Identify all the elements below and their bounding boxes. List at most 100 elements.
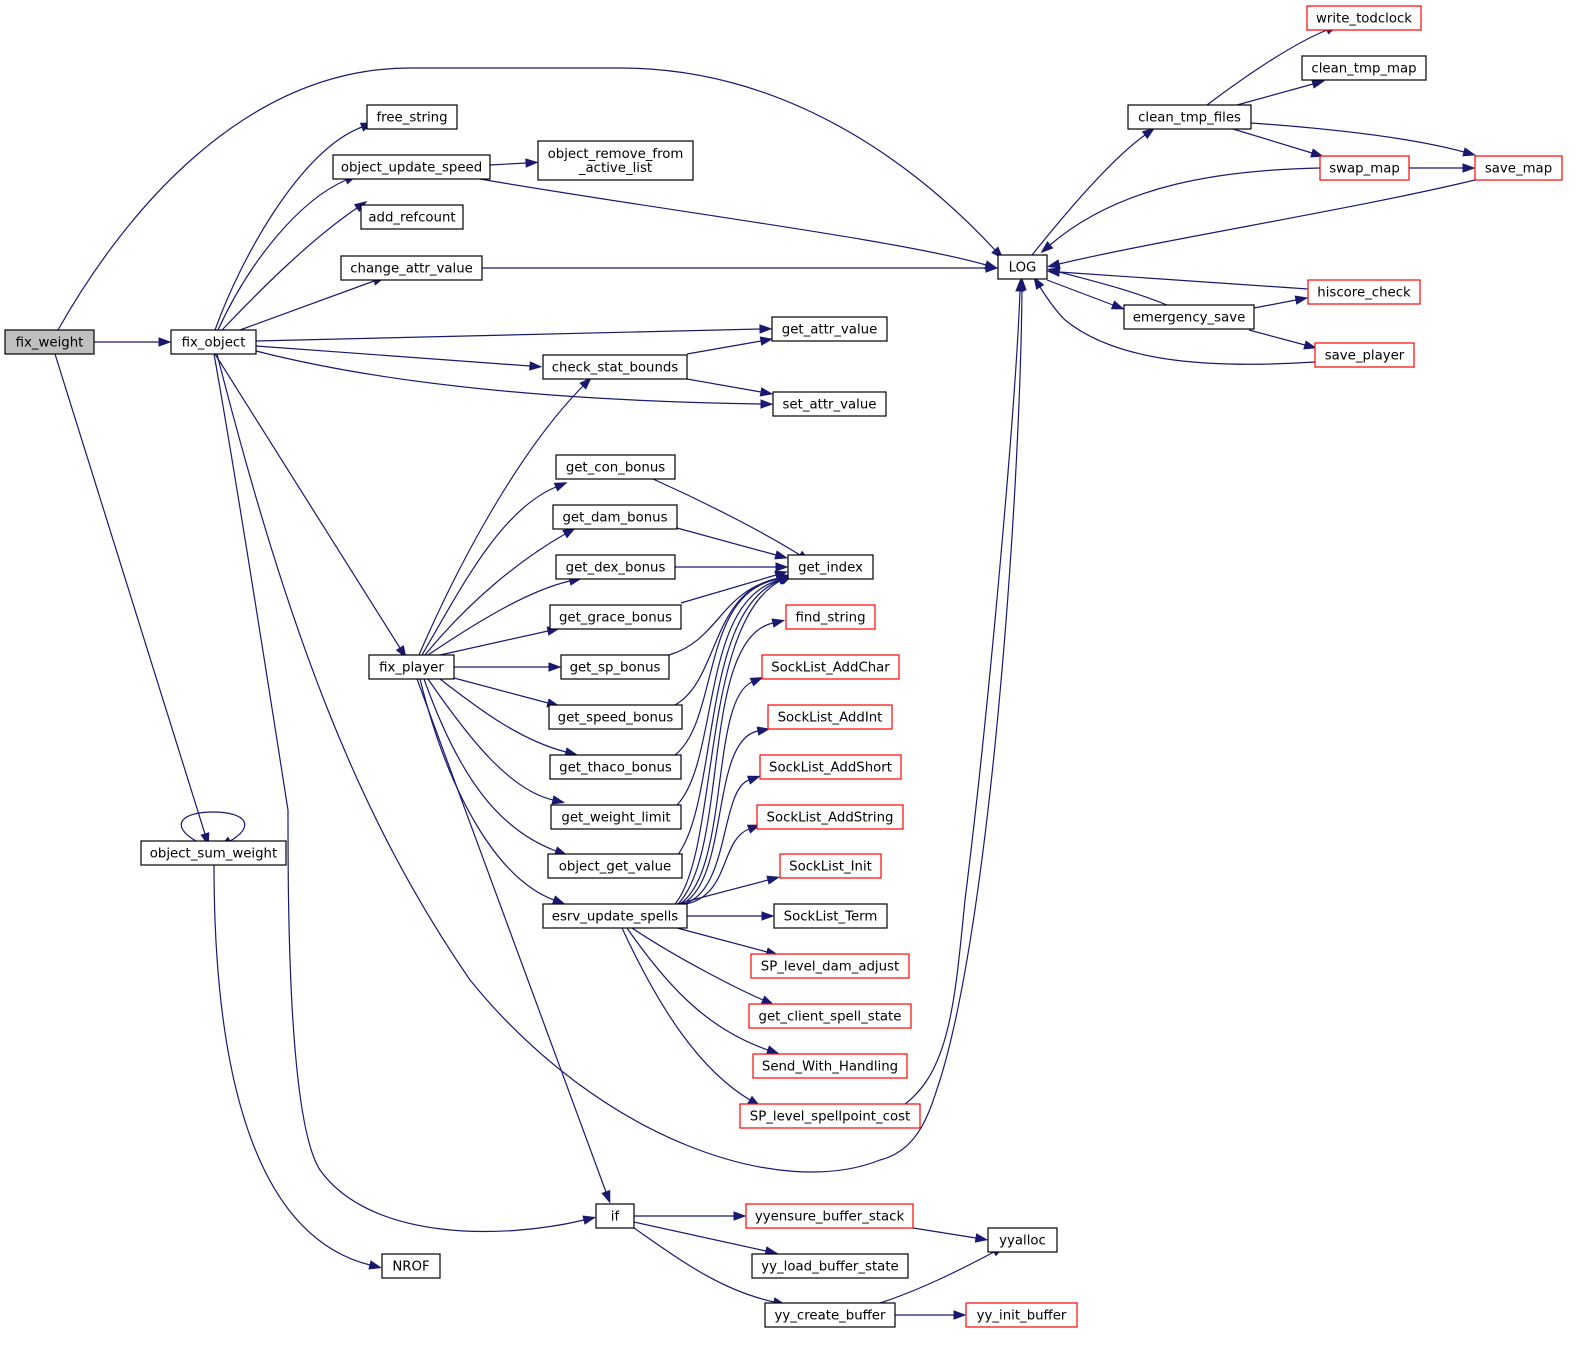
- node-get_thaco_bonus[interactable]: get_thaco_bonus: [549, 754, 682, 780]
- node-emergency_save[interactable]: emergency_save: [1123, 304, 1255, 330]
- node-box[interactable]: [1123, 304, 1255, 330]
- node-yy_create_buffer[interactable]: yy_create_buffer: [764, 1302, 896, 1328]
- node-box[interactable]: [767, 704, 893, 730]
- node-get_con_bonus[interactable]: get_con_bonus: [555, 454, 676, 480]
- node-box[interactable]: [787, 554, 874, 580]
- node-box[interactable]: [547, 853, 683, 879]
- node-box[interactable]: [595, 1203, 635, 1229]
- node-get_weight_limit[interactable]: get_weight_limit: [550, 804, 682, 830]
- node-box[interactable]: [332, 154, 491, 180]
- node-fix_object[interactable]: fix_object: [170, 329, 257, 355]
- node-box[interactable]: [745, 1203, 914, 1229]
- node-SockList_Init[interactable]: SockList_Init: [779, 853, 882, 879]
- node-box[interactable]: [1127, 104, 1252, 130]
- node-get_sp_bonus[interactable]: get_sp_bonus: [560, 654, 670, 680]
- node-object_update_speed[interactable]: object_update_speed: [332, 154, 491, 180]
- node-box[interactable]: [779, 853, 882, 879]
- node-box[interactable]: [560, 654, 670, 680]
- node-box[interactable]: [752, 1053, 908, 1079]
- node-free_string[interactable]: free_string: [366, 104, 458, 130]
- node-box[interactable]: [761, 654, 900, 680]
- node-fix_weight[interactable]: fix_weight: [4, 329, 95, 355]
- node-add_refcount[interactable]: add_refcount: [360, 204, 464, 230]
- node-yyalloc[interactable]: yyalloc: [987, 1227, 1058, 1253]
- node-find_string[interactable]: find_string: [785, 604, 876, 630]
- node-box[interactable]: [381, 1253, 441, 1279]
- node-box[interactable]: [4, 329, 95, 355]
- node-box[interactable]: [772, 391, 887, 417]
- node-box[interactable]: [756, 804, 904, 830]
- node-box[interactable]: [360, 204, 464, 230]
- node-SockList_Term[interactable]: SockList_Term: [773, 903, 888, 929]
- node-box[interactable]: [537, 140, 694, 181]
- node-box[interactable]: [1474, 155, 1563, 181]
- node-box[interactable]: [773, 903, 888, 929]
- node-box[interactable]: [552, 504, 678, 530]
- node-yy_load_buffer_state[interactable]: yy_load_buffer_state: [751, 1253, 909, 1279]
- node-box[interactable]: [170, 329, 257, 355]
- node-box[interactable]: [542, 903, 688, 929]
- node-box[interactable]: [368, 654, 455, 680]
- node-box[interactable]: [1301, 55, 1427, 81]
- node-save_map[interactable]: save_map: [1474, 155, 1563, 181]
- node-get_dex_bonus[interactable]: get_dex_bonus: [555, 554, 676, 580]
- node-yyensure_buffer_stack[interactable]: yyensure_buffer_stack: [745, 1203, 914, 1229]
- node-clean_tmp_map[interactable]: clean_tmp_map: [1301, 55, 1427, 81]
- node-get_dam_bonus[interactable]: get_dam_bonus: [552, 504, 678, 530]
- node-save_player[interactable]: save_player: [1314, 342, 1415, 368]
- node-SP_level_dam_adjust[interactable]: SP_level_dam_adjust: [750, 953, 910, 979]
- node-box[interactable]: [748, 1003, 912, 1029]
- node-get_grace_bonus[interactable]: get_grace_bonus: [549, 604, 682, 630]
- node-box[interactable]: [549, 754, 682, 780]
- node-SP_level_spellpoint_cost[interactable]: SP_level_spellpoint_cost: [739, 1103, 921, 1129]
- node-box[interactable]: [542, 354, 688, 380]
- node-box[interactable]: [340, 255, 483, 281]
- node-box[interactable]: [987, 1227, 1058, 1253]
- node-object_remove_from_active_list[interactable]: object_remove_from_active_list: [537, 140, 694, 181]
- node-Send_With_Handling[interactable]: Send_With_Handling: [752, 1053, 908, 1079]
- node-swap_map[interactable]: swap_map: [1319, 155, 1410, 181]
- node-fix_player[interactable]: fix_player: [368, 654, 455, 680]
- node-box[interactable]: [764, 1302, 896, 1328]
- node-box[interactable]: [555, 554, 676, 580]
- node-SockList_AddString[interactable]: SockList_AddString: [756, 804, 904, 830]
- node-box[interactable]: [739, 1103, 921, 1129]
- node-box[interactable]: [1307, 279, 1421, 305]
- node-get_speed_bonus[interactable]: get_speed_bonus: [548, 704, 683, 730]
- node-yy_init_buffer[interactable]: yy_init_buffer: [965, 1302, 1078, 1328]
- node-box[interactable]: [759, 754, 902, 780]
- node-box[interactable]: [550, 804, 682, 830]
- node-get_client_spell_state[interactable]: get_client_spell_state: [748, 1003, 912, 1029]
- node-esrv_update_spells[interactable]: esrv_update_spells: [542, 903, 688, 929]
- node-box[interactable]: [750, 953, 910, 979]
- node-set_attr_value[interactable]: set_attr_value: [772, 391, 887, 417]
- node-object_get_value[interactable]: object_get_value: [547, 853, 683, 879]
- node-box[interactable]: [548, 704, 683, 730]
- node-box[interactable]: [751, 1253, 909, 1279]
- node-SockList_AddChar[interactable]: SockList_AddChar: [761, 654, 900, 680]
- node-box[interactable]: [366, 104, 458, 130]
- node-clean_tmp_files[interactable]: clean_tmp_files: [1127, 104, 1252, 130]
- node-get_attr_value[interactable]: get_attr_value: [771, 316, 888, 342]
- node-box[interactable]: [965, 1302, 1078, 1328]
- node-box[interactable]: [1314, 342, 1415, 368]
- node-box[interactable]: [1319, 155, 1410, 181]
- node-box[interactable]: [549, 604, 682, 630]
- node-NROF[interactable]: NROF: [381, 1253, 441, 1279]
- node-write_todclock[interactable]: write_todclock: [1306, 5, 1422, 31]
- node-LOG[interactable]: LOG: [997, 254, 1048, 280]
- node-box[interactable]: [1306, 5, 1422, 31]
- node-box[interactable]: [785, 604, 876, 630]
- node-box[interactable]: [997, 254, 1048, 280]
- node-hiscore_check[interactable]: hiscore_check: [1307, 279, 1421, 305]
- node-get_index[interactable]: get_index: [787, 554, 874, 580]
- node-box[interactable]: [771, 316, 888, 342]
- node-SockList_AddInt[interactable]: SockList_AddInt: [767, 704, 893, 730]
- node-if[interactable]: if: [595, 1203, 635, 1229]
- node-SockList_AddShort[interactable]: SockList_AddShort: [759, 754, 902, 780]
- node-change_attr_value[interactable]: change_attr_value: [340, 255, 483, 281]
- node-object_sum_weight[interactable]: object_sum_weight: [140, 840, 287, 866]
- node-check_stat_bounds[interactable]: check_stat_bounds: [542, 354, 688, 380]
- node-box[interactable]: [140, 840, 287, 866]
- node-box[interactable]: [555, 454, 676, 480]
